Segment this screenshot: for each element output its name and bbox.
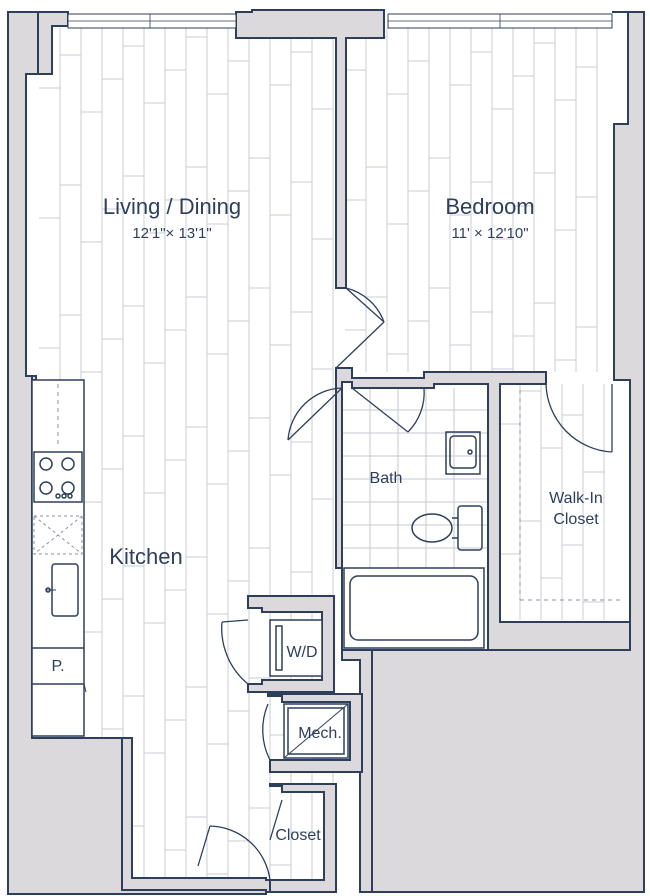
mech-unit-icon: [283, 703, 349, 759]
pantry-label: P.: [51, 658, 64, 675]
room-labels: Living / Dining 12'1"× 13'1" Bedroom 11'…: [51, 194, 602, 844]
walkin-closet-label-2: Closet: [553, 511, 599, 528]
bath-tile-grid: [342, 388, 487, 568]
bath-partition: [335, 367, 631, 651]
closet-label: Closet: [275, 827, 321, 844]
dishwasher-icon: [33, 515, 83, 555]
bath-bottom-wall: [341, 568, 373, 893]
sink-icon: [445, 431, 481, 475]
bedroom-dims: 11' × 12'10": [451, 225, 528, 242]
center-wall: [235, 9, 385, 289]
closet-rod: [519, 390, 624, 601]
sink-icon: [45, 563, 79, 617]
closet-wall: [269, 783, 337, 893]
mech-closet-wall: [267, 693, 363, 773]
bath-fixtures: [343, 431, 485, 649]
walkin-closet-label-1: Walk-In: [549, 490, 603, 507]
bedroom-label: Bedroom: [445, 194, 534, 219]
wall-shapes: [7, 9, 645, 895]
top-left-pillar: [37, 11, 69, 75]
kitchen-label: Kitchen: [109, 544, 182, 569]
wd-label: W/D: [286, 644, 317, 661]
washer-dryer-icon: [269, 619, 323, 677]
wd-closet-wall: [247, 595, 335, 693]
kitchen-counter: [31, 379, 87, 737]
cooktop-icon: [33, 451, 83, 503]
window-icon: [67, 13, 613, 29]
living-dining-label: Living / Dining: [103, 194, 241, 219]
bath-label: Bath: [370, 470, 403, 487]
mech-label: Mech.: [298, 725, 342, 742]
door-swing-icon: [197, 287, 613, 881]
living-dining-dims: 12'1"× 13'1": [132, 225, 211, 242]
toilet-icon: [411, 505, 483, 551]
bathtub-icon: [343, 567, 485, 649]
